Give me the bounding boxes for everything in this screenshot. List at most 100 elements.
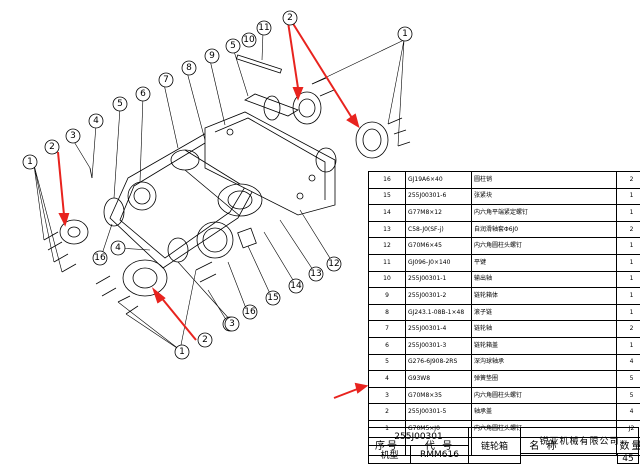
row-code: G276-6J908-2RS	[406, 354, 472, 371]
balloon-label: 16	[94, 253, 106, 263]
balloon-label: 1	[179, 347, 185, 357]
row-code: 255J00301-3	[406, 337, 472, 354]
part-name: 链轮箱	[469, 428, 521, 464]
row-qty: 1	[617, 271, 640, 288]
row-name: 滚子链	[472, 304, 617, 321]
row-no: 13	[369, 221, 406, 238]
row-no: 14	[369, 205, 406, 222]
flat-key	[237, 55, 282, 73]
row-name: 平键	[472, 254, 617, 271]
title-block: 255J00301 机型 RMM616 链轮箱 锐亚机械有限公司 45	[368, 427, 639, 464]
row-name: 内六角平端紧定螺钉	[472, 205, 617, 222]
row-no: 16	[369, 172, 406, 189]
balloon-label: 11	[258, 23, 269, 33]
balloon-label: 4	[93, 116, 99, 126]
balloon-label: 6	[140, 89, 146, 99]
row-no: 12	[369, 238, 406, 255]
row-name: 张紧块	[472, 188, 617, 205]
row-qty: 4	[617, 354, 640, 371]
balloon-label: 8	[186, 63, 192, 73]
row-code: 255J00301-5	[406, 404, 472, 421]
row-code: GJ096-J0×140	[406, 254, 472, 271]
row-qty: 1	[617, 254, 640, 271]
row-code: GJ243.1-08B-1×48	[406, 304, 472, 321]
drawing-number: 255J00301	[369, 428, 469, 446]
row-qty: 2	[617, 221, 640, 238]
row-name: 链轮轴	[472, 321, 617, 338]
row-no: 15	[369, 188, 406, 205]
row-qty: 1	[617, 337, 640, 354]
row-code: G77M8×12	[406, 205, 472, 222]
row-no: 7	[369, 321, 406, 338]
row-code: C58-J0(SF-j)	[406, 221, 472, 238]
row-qty: 5	[617, 387, 640, 404]
balloon-label: 3	[70, 131, 76, 141]
balloon-label: 2	[287, 13, 293, 23]
row-name: 内六角圆柱头螺钉	[472, 387, 617, 404]
company-name: 锐亚机械有限公司	[521, 428, 639, 454]
row-code: 255J00301-2	[406, 288, 472, 305]
bearing-cap-top-2	[356, 122, 388, 158]
row-qty: 1	[617, 288, 640, 305]
balloon-label: 2	[49, 142, 55, 152]
row-no: 9	[369, 288, 406, 305]
balloon-label: 13	[310, 269, 321, 279]
row-qty: 1	[617, 205, 640, 222]
bearing-cap-bottom	[123, 260, 167, 296]
tension-block	[238, 228, 257, 248]
row-name: 链轮箱盖	[472, 337, 617, 354]
balloon-label: 12	[328, 259, 339, 269]
row-name: 链轮箱体	[472, 288, 617, 305]
balloon-label: 10	[243, 35, 255, 45]
balloon-label: 3	[229, 319, 235, 329]
row-no: 3	[369, 387, 406, 404]
row-no: 5	[369, 354, 406, 371]
balloon-label: 5	[230, 41, 236, 51]
row-qty: 5	[617, 371, 640, 388]
row-code: G70M8×35	[406, 387, 472, 404]
balloon-label: 1	[402, 29, 408, 39]
balloon-label: 14	[290, 281, 302, 291]
balloon-label: 7	[163, 75, 169, 85]
row-name: 弹簧垫圈	[472, 371, 617, 388]
row-name: 轴承盖	[472, 404, 617, 421]
balloon-label: 5	[117, 99, 123, 109]
row-qty: 4	[617, 404, 640, 421]
output-shaft	[245, 94, 298, 116]
model-label: 机型	[369, 446, 411, 464]
row-code: GJ19A6×40	[406, 172, 472, 189]
row-no: 11	[369, 254, 406, 271]
model-value: RMM616	[411, 446, 469, 464]
row-name: 深沟球轴承	[472, 354, 617, 371]
row-name: 输出轴	[472, 271, 617, 288]
row-no: 4	[369, 371, 406, 388]
row-no: 6	[369, 337, 406, 354]
row-code: 255J00301-6	[406, 188, 472, 205]
row-name: 圆柱销	[472, 172, 617, 189]
balloon-label: 4	[115, 243, 121, 253]
row-qty: 2	[617, 321, 640, 338]
row-no: 10	[369, 271, 406, 288]
row-qty: 2	[617, 172, 640, 189]
balloon-label: 16	[244, 307, 256, 317]
row-name: 内六角圆柱头螺钉	[472, 238, 617, 255]
row-qty: 1	[617, 238, 640, 255]
row-code: 255J00301-4	[406, 321, 472, 338]
balloon-label: 9	[209, 51, 215, 61]
row-qty: 1	[617, 304, 640, 321]
balloon-label: 2	[202, 335, 208, 345]
balloon-label: 1	[27, 157, 33, 167]
